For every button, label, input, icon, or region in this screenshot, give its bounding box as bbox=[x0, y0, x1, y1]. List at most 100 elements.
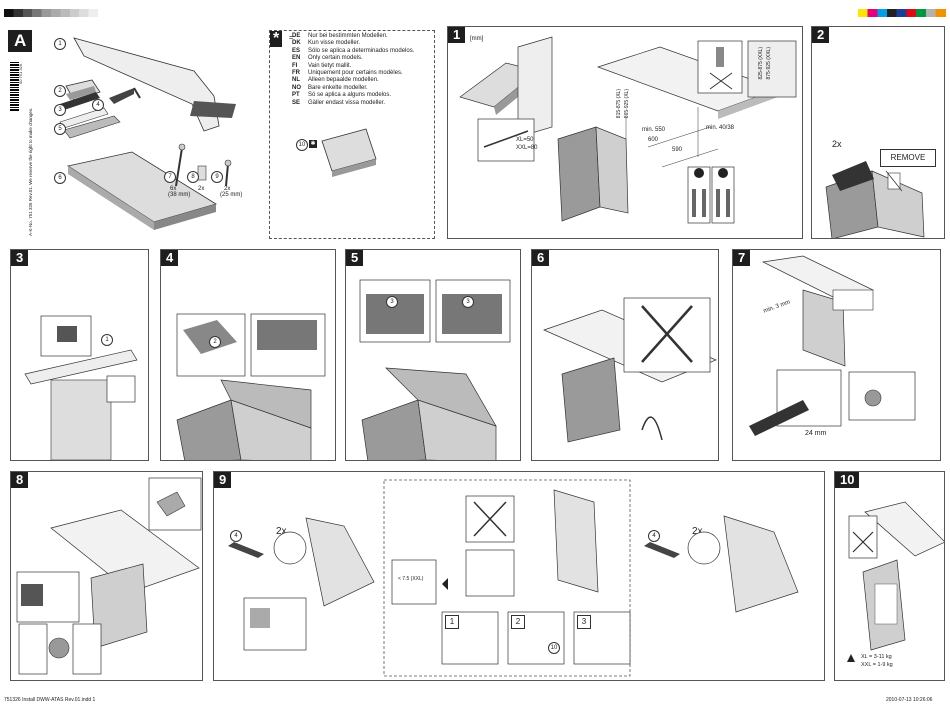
panel-7-level: 7 min. 3 mm 24 mm bbox=[732, 249, 941, 461]
panel-9-door: 9 4 2x 4 2x < 7.5 (XXL) 1 2 3 10 bbox=[213, 471, 825, 681]
callout-8: 8 bbox=[187, 171, 199, 183]
equals-icon: = bbox=[289, 35, 294, 42]
bracket-drawing bbox=[176, 313, 326, 460]
callout-4-left: 4 bbox=[230, 530, 242, 542]
panel-5-fit-brackets: 5 3 3 bbox=[345, 249, 521, 461]
panel-2-label: 2 bbox=[812, 27, 830, 43]
step-1: 1 bbox=[445, 615, 459, 629]
remove-label: REMOVE bbox=[880, 149, 936, 167]
hoses-drawing bbox=[543, 297, 717, 443]
dim-xxl: XXL=80 bbox=[516, 145, 538, 151]
panel-3-label: 3 bbox=[11, 250, 29, 266]
callout-3: 3 bbox=[54, 104, 66, 116]
panel-8-drill: 8 bbox=[10, 471, 203, 681]
panel-10-weight: 10 XL = 3-11 kg XXL = 1-9 kg bbox=[834, 471, 945, 681]
dim-width: 600 bbox=[648, 137, 659, 143]
callout-10: 10 bbox=[296, 139, 308, 151]
footer-timestamp: 2010-07-13 10:26:06 bbox=[886, 697, 933, 703]
callout-5: 5 bbox=[54, 123, 66, 135]
callout-4: 4 bbox=[92, 99, 104, 111]
barcode-text: 00 751 326 bbox=[18, 64, 23, 85]
article-number-text: A-K-No. 751 326 Rev.01. We reserve the r… bbox=[28, 107, 33, 236]
unit-label: [mm] bbox=[470, 36, 484, 42]
remove-drawing bbox=[825, 161, 925, 238]
height-xxl: 825-875 (XXL) bbox=[758, 47, 764, 80]
callout-6: 6 bbox=[54, 172, 66, 184]
callout-9: 9 bbox=[211, 171, 223, 183]
count-2x-left: 2x bbox=[276, 526, 287, 537]
dimension-drawing bbox=[459, 36, 797, 224]
dim-depth: min. 550 bbox=[642, 127, 666, 133]
callout-1: 1 bbox=[54, 38, 66, 50]
level-drawing bbox=[749, 255, 916, 436]
callout-1: 1 bbox=[101, 334, 113, 346]
callout-3-right: 3 bbox=[462, 296, 474, 308]
wrench-size: 24 mm bbox=[805, 430, 827, 437]
xxl-dim: < 7.5 (XXL) bbox=[398, 576, 424, 582]
callout-2: 2 bbox=[209, 336, 221, 348]
panel-6-label: 6 bbox=[532, 250, 550, 266]
asterisk-label: * bbox=[270, 31, 283, 47]
panel-8-label: 8 bbox=[11, 472, 29, 488]
panel-7-label: 7 bbox=[733, 250, 751, 266]
height-xl: 815-875 (XL) bbox=[616, 89, 622, 119]
panel-3-adhesive: 3 1 bbox=[10, 249, 149, 461]
grayscale-calibration-strip bbox=[4, 9, 98, 17]
brackets-drawing bbox=[359, 279, 511, 460]
screw-7-size: (38 mm) bbox=[168, 192, 191, 198]
panel-9-label: 9 bbox=[214, 472, 232, 488]
adhesive-drawing bbox=[24, 315, 138, 460]
optional-part-drawing bbox=[321, 128, 377, 177]
callout-3-left: 3 bbox=[386, 296, 398, 308]
panel-5-label: 5 bbox=[346, 250, 364, 266]
count-2x-right: 2x bbox=[692, 526, 703, 537]
screw-9-qty: 2x bbox=[224, 186, 231, 192]
barcode bbox=[10, 62, 19, 112]
height-xl-2: 865-925 (XL) bbox=[624, 89, 630, 119]
screw-8-qty: 2x bbox=[198, 186, 205, 192]
color-calibration-strip bbox=[858, 9, 946, 17]
asterisk-mini-icon: ✱ bbox=[309, 140, 317, 148]
panel-a-parts-list: A 1 2 3 4 5 6 7 8 9 6x (38 mm) 2x 2x (25… bbox=[4, 26, 262, 238]
panel-2-remove: 2 2x REMOVE bbox=[811, 26, 945, 239]
door-drawing bbox=[228, 479, 799, 677]
screw-9-size: (25 mm) bbox=[220, 192, 243, 198]
count-2x: 2x bbox=[832, 139, 842, 149]
panel-10-label: 10 bbox=[835, 472, 860, 488]
height-xxl-2: 875-925 (XXL) bbox=[766, 47, 772, 80]
footer-file: 751326 Install DWW-ATAS Rev.01.indd 1 bbox=[4, 697, 96, 703]
panel-1-label: 1 bbox=[448, 27, 466, 43]
dim-xl: XL=50 bbox=[516, 137, 534, 143]
callout-7: 7 bbox=[164, 171, 176, 183]
panel-a-label: A bbox=[8, 30, 33, 52]
callout-10: 10 bbox=[548, 642, 560, 654]
panel-4-label: 4 bbox=[161, 250, 179, 266]
weight-xxl: XXL = 1-9 kg bbox=[861, 662, 893, 668]
drill-drawing bbox=[16, 477, 202, 675]
callout-4-right: 4 bbox=[648, 530, 660, 542]
parts-drawing bbox=[59, 37, 236, 230]
weight-drawing bbox=[847, 501, 944, 662]
step-3: 3 bbox=[577, 615, 591, 629]
dim-gap: min. 40/38 bbox=[706, 125, 735, 131]
panel-1-dimensions: 1 [mm] XL=50 XXL=80 min. 550 bbox=[447, 26, 803, 239]
step-2: 2 bbox=[511, 615, 525, 629]
panel-4-fit-bracket: 4 2 bbox=[160, 249, 336, 461]
weight-xl: XL = 3-11 kg bbox=[861, 654, 892, 660]
screw-7-qty: 6x bbox=[170, 186, 177, 192]
callout-2: 2 bbox=[54, 85, 66, 97]
dim-niche: 590 bbox=[672, 147, 683, 153]
panel-6-hoses: 6 bbox=[531, 249, 719, 461]
